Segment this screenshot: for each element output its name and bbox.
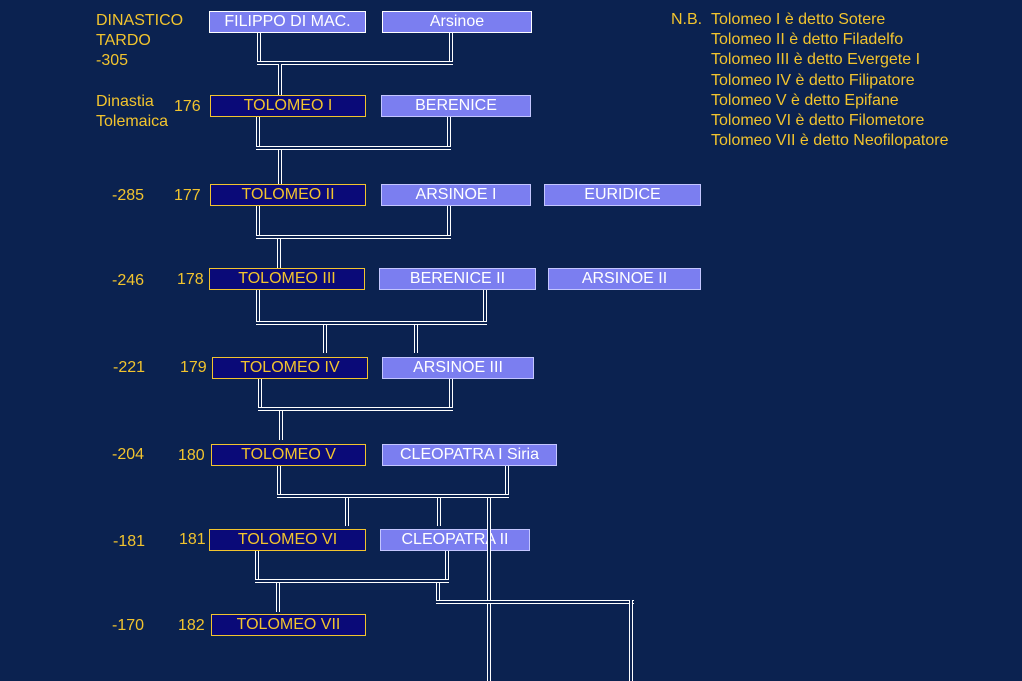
connector-line — [487, 498, 491, 681]
person-tolomeo-6[interactable]: TOLOMEO VI — [209, 529, 366, 551]
connector-line — [256, 321, 487, 325]
generation-number: 181 — [179, 531, 206, 548]
person-tolomeo-5[interactable]: TOLOMEO V — [211, 444, 366, 466]
note-line: Tolomeo VI è detto Filometore — [711, 112, 925, 130]
dynasty-label: Dinastia — [96, 93, 154, 110]
person-tolomeo-2[interactable]: TOLOMEO II — [210, 184, 366, 206]
generation-year: -221 — [113, 359, 146, 376]
connector-line — [276, 583, 280, 612]
person-arsinoe-1[interactable]: ARSINOE I — [381, 184, 531, 206]
person-arsinoe-2[interactable]: ARSINOE II — [548, 268, 701, 290]
note-line: Tolomeo IV è detto Filipatore — [711, 71, 915, 89]
connector-line — [414, 325, 418, 353]
connector-line — [258, 407, 453, 411]
generation-year: -181 — [113, 533, 146, 550]
connector-line — [483, 290, 487, 323]
connector-line — [256, 235, 451, 239]
period-label-2: TARDO — [96, 32, 151, 49]
dynasty-label-2: Tolemaica — [96, 113, 169, 130]
person-cleopatra-1[interactable]: CLEOPATRA I Siria — [382, 444, 557, 466]
note-line: Tolomeo I è detto Sotere — [711, 11, 886, 28]
generation-year: -246 — [112, 272, 145, 289]
connector-line — [258, 379, 262, 409]
connector-line — [445, 551, 449, 581]
person-filippo[interactable]: FILIPPO DI MAC. — [209, 11, 366, 33]
connector-line — [436, 600, 634, 604]
connector-line — [323, 325, 327, 353]
generation-year: -204 — [112, 446, 145, 463]
period-label: DINASTICO — [96, 12, 184, 29]
generation-number: 179 — [180, 359, 207, 376]
connector-line — [437, 498, 441, 526]
generation-number: 182 — [178, 617, 205, 634]
person-arsinoe[interactable]: Arsinoe — [382, 11, 532, 33]
note-prefix: N.B. — [671, 11, 703, 28]
person-tolomeo-1[interactable]: TOLOMEO I — [210, 95, 366, 117]
connector-line — [255, 579, 449, 583]
connector-line — [436, 583, 440, 604]
person-tolomeo-3[interactable]: TOLOMEO III — [209, 268, 365, 290]
generation-number: 178 — [177, 271, 204, 288]
generation-number: 176 — [174, 98, 201, 115]
connector-line — [255, 551, 259, 581]
connector-line — [279, 411, 283, 440]
generation-number: 177 — [174, 187, 201, 204]
person-cleopatra-2[interactable]: CLEOPATRA II — [380, 529, 530, 551]
connector-line — [345, 498, 349, 526]
connector-line — [447, 117, 451, 148]
connector-line — [256, 117, 260, 148]
period-year: -305 — [96, 52, 129, 69]
connector-line — [449, 379, 453, 409]
connector-line — [278, 64, 282, 95]
person-arsinoe-3[interactable]: ARSINOE III — [382, 357, 534, 379]
connector-line — [277, 239, 281, 268]
connector-line — [447, 206, 451, 237]
connector-line — [278, 150, 282, 184]
connector-line — [277, 494, 509, 498]
person-tolomeo-4[interactable]: TOLOMEO IV — [212, 357, 368, 379]
note-line: Tolomeo V è detto Epifane — [711, 91, 899, 109]
connector-line — [257, 61, 453, 65]
connector-line — [256, 206, 260, 237]
connector-line — [449, 33, 453, 63]
note-line: Tolomeo III è detto Evergete I — [711, 51, 921, 69]
connector-line — [277, 466, 281, 496]
note-line: Tolomeo II è detto Filadelfo — [711, 31, 904, 49]
connector-line — [256, 146, 451, 150]
person-tolomeo-7[interactable]: TOLOMEO VII — [211, 614, 366, 636]
connector-line — [505, 466, 509, 496]
note-block: N.B. Tolomeo I è detto Sotere Tolomeo II … — [671, 10, 948, 151]
person-berenice-2[interactable]: BERENICE II — [379, 268, 536, 290]
person-euridice[interactable]: EURIDICE — [544, 184, 701, 206]
connector-line — [257, 33, 261, 63]
connector-line — [629, 600, 633, 681]
generation-number: 180 — [178, 447, 205, 464]
connector-line — [256, 290, 260, 323]
generation-year: -170 — [112, 617, 145, 634]
note-line: Tolomeo VII è detto Neofilopatore — [711, 132, 949, 150]
person-berenice[interactable]: BERENICE — [381, 95, 531, 117]
generation-year: -285 — [112, 187, 145, 204]
